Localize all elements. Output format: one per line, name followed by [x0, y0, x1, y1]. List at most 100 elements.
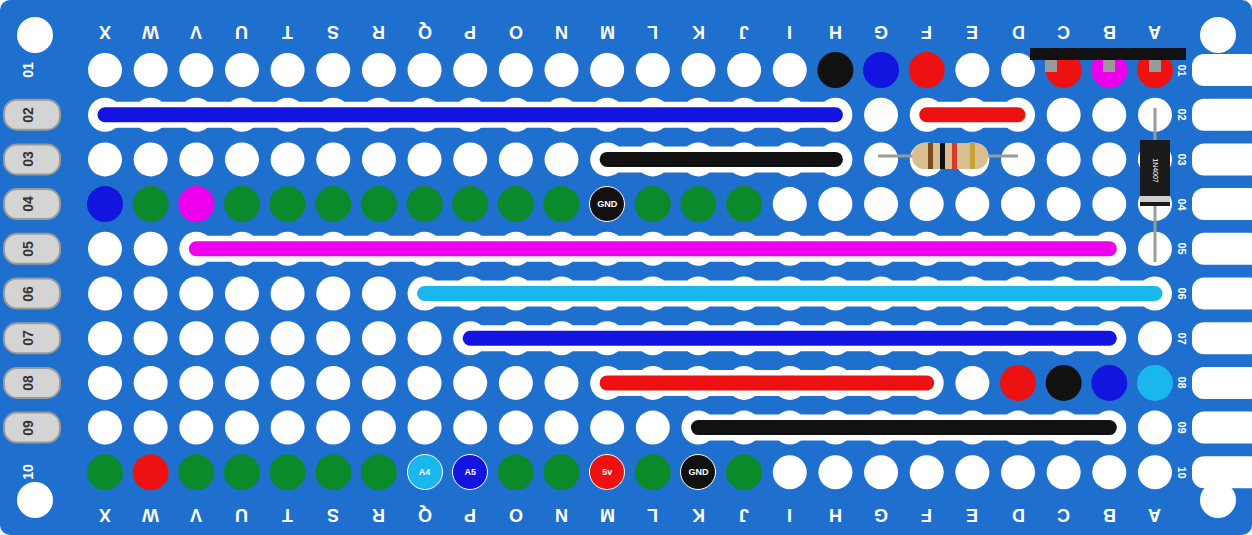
column-letter: R [372, 23, 385, 41]
column-letter: I [787, 506, 792, 524]
hole [636, 411, 670, 445]
hole [864, 187, 898, 221]
column-letter: P [464, 506, 476, 524]
hole [955, 53, 989, 87]
column-letter: T [282, 506, 293, 524]
column-letter: G [874, 23, 888, 41]
hole [955, 455, 989, 489]
hole [225, 321, 259, 355]
wire [607, 152, 835, 167]
edge-pad [4, 189, 60, 219]
column-letter: A [1148, 506, 1161, 524]
hole [408, 142, 442, 176]
row-number: 05 [1176, 243, 1187, 255]
hole [636, 53, 670, 87]
hole [271, 455, 305, 489]
solder-dot [361, 454, 397, 490]
hole [955, 187, 989, 221]
hole [316, 366, 350, 400]
hole [179, 411, 213, 445]
hole [453, 411, 487, 445]
hole [453, 366, 487, 400]
row-number: 06 [21, 286, 35, 302]
edge-pad [4, 279, 60, 309]
edge-pad [4, 323, 60, 353]
column-letter: Q [418, 506, 432, 524]
hole [225, 187, 259, 221]
header-bar [1030, 48, 1186, 60]
column-letter: U [235, 23, 248, 41]
hole [545, 366, 579, 400]
solder-dot [87, 454, 123, 490]
row-number: 02 [21, 107, 35, 123]
solder-dot [498, 454, 534, 490]
row-number: 05 [21, 241, 35, 257]
hole [316, 142, 350, 176]
hole [864, 98, 898, 132]
solder-dot [133, 186, 169, 222]
hole [1001, 187, 1035, 221]
solder-dot [1046, 365, 1082, 401]
hole [499, 187, 533, 221]
edge-pad [1192, 54, 1252, 86]
hole [818, 53, 852, 87]
solder-dot [178, 186, 214, 222]
wire [927, 107, 1018, 122]
solder-dot [87, 186, 123, 222]
solder-dot [315, 186, 351, 222]
hole [179, 455, 213, 489]
row-number: 04 [21, 196, 35, 212]
wire [105, 107, 835, 122]
hole [271, 277, 305, 311]
column-letter: J [739, 23, 749, 41]
hole [225, 142, 259, 176]
wire-halo [607, 370, 927, 396]
solder-dot [635, 186, 671, 222]
column-letter: O [509, 23, 523, 41]
hole [88, 232, 122, 266]
wire-halo [196, 236, 1109, 262]
hole [88, 321, 122, 355]
hole [590, 53, 624, 87]
hole [179, 277, 213, 311]
solder-dot [544, 186, 580, 222]
hole [225, 53, 259, 87]
solder-dot [1137, 365, 1173, 401]
column-letter: M [600, 506, 615, 524]
resistor-band [952, 143, 957, 169]
hole [408, 321, 442, 355]
row-number: 07 [21, 330, 35, 346]
column-letter: K [692, 506, 705, 524]
solder-dot [452, 186, 488, 222]
hole [362, 53, 396, 87]
labeled-dot: A4 [407, 454, 443, 490]
hole [727, 187, 761, 221]
solder-dot [680, 186, 716, 222]
hole [179, 366, 213, 400]
hole [362, 455, 396, 489]
edge-pads [4, 54, 1252, 488]
column-letter: B [1103, 23, 1116, 41]
row-number: 08 [1176, 377, 1187, 389]
hole [1047, 455, 1081, 489]
hole [590, 411, 624, 445]
column-letter: I [787, 23, 792, 41]
hole [773, 53, 807, 87]
hole [1092, 98, 1126, 132]
column-letter: E [966, 23, 978, 41]
column-letter: A [1148, 23, 1161, 41]
hole [1001, 53, 1035, 87]
hole [1001, 142, 1035, 176]
hole [362, 277, 396, 311]
hole [134, 232, 168, 266]
row-number: 10 [1176, 466, 1187, 478]
hole [453, 187, 487, 221]
resistor-band [940, 143, 945, 169]
hole [362, 411, 396, 445]
hole [225, 411, 259, 445]
edge-pad [1192, 143, 1252, 175]
hole [225, 455, 259, 489]
hole [271, 321, 305, 355]
